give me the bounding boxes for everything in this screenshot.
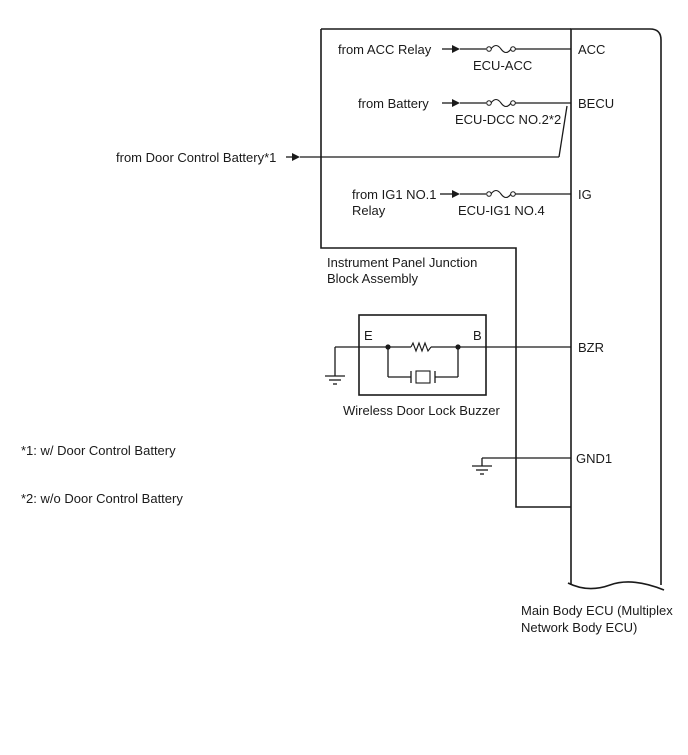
junction-block-label-line1: Instrument Panel Junction xyxy=(327,255,477,270)
buzzer-element-icon xyxy=(410,370,436,384)
main-body-ecu-outline xyxy=(570,28,662,585)
ecu-break-mark xyxy=(567,581,665,591)
terminal-acc-label: ACC xyxy=(578,42,605,57)
becu-circuit xyxy=(442,98,571,108)
input-battery-label: from Battery xyxy=(358,96,429,111)
terminal-bzr-label: BZR xyxy=(578,340,604,355)
ecu-label-line1: Main Body ECU (Multiplex xyxy=(521,603,673,618)
door-control-battery-circuit xyxy=(286,105,568,161)
junction-block-label-line2: Block Assembly xyxy=(327,271,419,286)
buzzer-pin-e-label: E xyxy=(364,328,373,343)
ecu-label-line2: Network Body ECU) xyxy=(521,620,637,635)
terminal-ig-label: IG xyxy=(578,187,592,202)
buzzer-pin-b-label: B xyxy=(473,328,482,343)
buzzer-box xyxy=(358,314,487,396)
input-ig1-label-line2: Relay xyxy=(352,203,386,218)
gnd1-circuit xyxy=(472,457,571,475)
ground-icon xyxy=(472,465,492,475)
input-ig1-label-line1: from IG1 NO.1 xyxy=(352,187,437,202)
input-door-control-battery-label: from Door Control Battery*1 xyxy=(116,150,276,165)
fuse-ig1-label: ECU-IG1 NO.4 xyxy=(458,203,545,218)
fuse-icon xyxy=(486,189,516,199)
arrow-icon xyxy=(452,190,460,198)
arrow-icon xyxy=(452,99,460,107)
arrow-icon xyxy=(452,45,460,53)
fuse-dcc-label: ECU-DCC NO.2*2 xyxy=(455,112,561,127)
fuse-icon xyxy=(486,44,516,54)
junction-block-outline xyxy=(320,28,571,508)
ig-circuit xyxy=(440,189,571,199)
note-2: *2: w/o Door Control Battery xyxy=(21,491,183,506)
fuse-acc-label: ECU-ACC xyxy=(473,58,532,73)
buzzer-component xyxy=(325,314,571,396)
fuse-icon xyxy=(486,98,516,108)
terminal-becu-label: BECU xyxy=(578,96,614,111)
acc-circuit xyxy=(442,44,571,54)
buzzer-name-label: Wireless Door Lock Buzzer xyxy=(343,403,500,418)
input-acc-relay-label: from ACC Relay xyxy=(338,42,432,57)
arrow-icon xyxy=(292,153,300,161)
resistor-icon xyxy=(410,341,432,353)
terminal-gnd1-label: GND1 xyxy=(576,451,612,466)
ground-icon xyxy=(325,375,345,385)
note-1: *1: w/ Door Control Battery xyxy=(21,443,176,458)
